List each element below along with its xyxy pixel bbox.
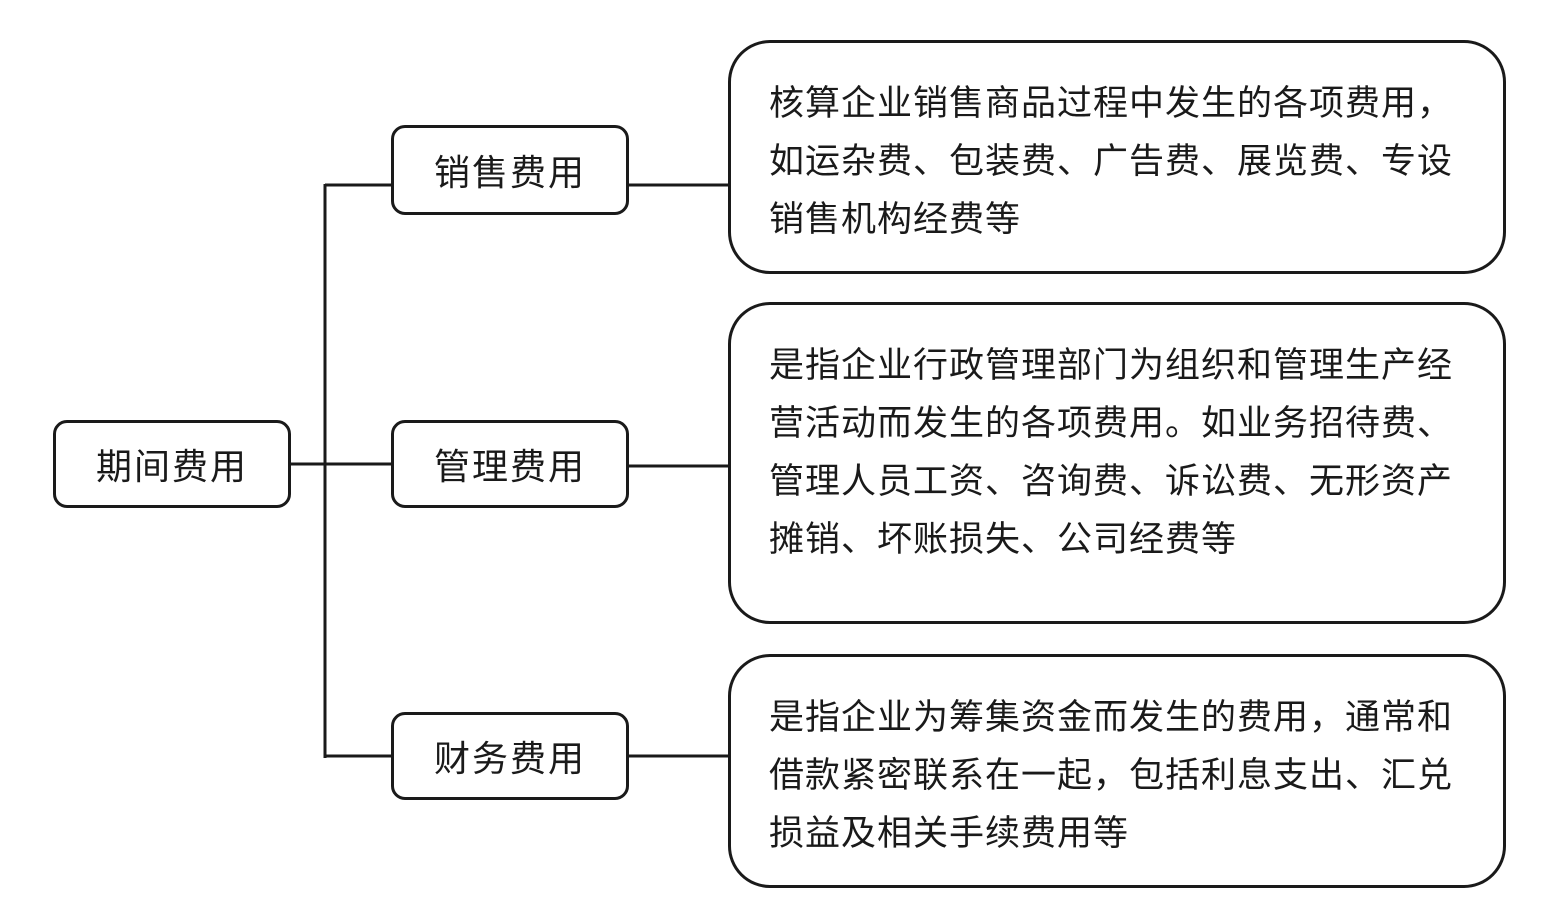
description-text: 是指企业行政管理部门为组织和管理生产经营活动而发生的各项费用。如业务招待费、管理… [769,346,1454,560]
root-node: 期间费用 [53,420,291,508]
branch-node-selling-expenses: 销售费用 [391,125,629,215]
root-node-label: 期间费用 [95,447,248,488]
branch-node-label: 销售费用 [433,153,586,194]
branch-node-label: 管理费用 [433,447,586,488]
branch-node-administrative-expenses: 管理费用 [391,420,629,508]
description-box-administrative-expenses: 是指企业行政管理部门为组织和管理生产经营活动而发生的各项费用。如业务招待费、管理… [728,302,1506,624]
description-box-selling-expenses: 核算企业销售商品过程中发生的各项费用，如运杂费、包装费、广告费、展览费、专设销售… [728,40,1506,274]
description-text: 是指企业为筹集资金而发生的费用，通常和借款紧密联系在一起，包括利息支出、汇兑损益… [769,698,1454,854]
branch-node-financial-expenses: 财务费用 [391,712,629,800]
description-box-financial-expenses: 是指企业为筹集资金而发生的费用，通常和借款紧密联系在一起，包括利息支出、汇兑损益… [728,654,1506,888]
description-text: 核算企业销售商品过程中发生的各项费用，如运杂费、包装费、广告费、展览费、专设销售… [769,84,1454,240]
branch-node-label: 财务费用 [433,739,586,780]
